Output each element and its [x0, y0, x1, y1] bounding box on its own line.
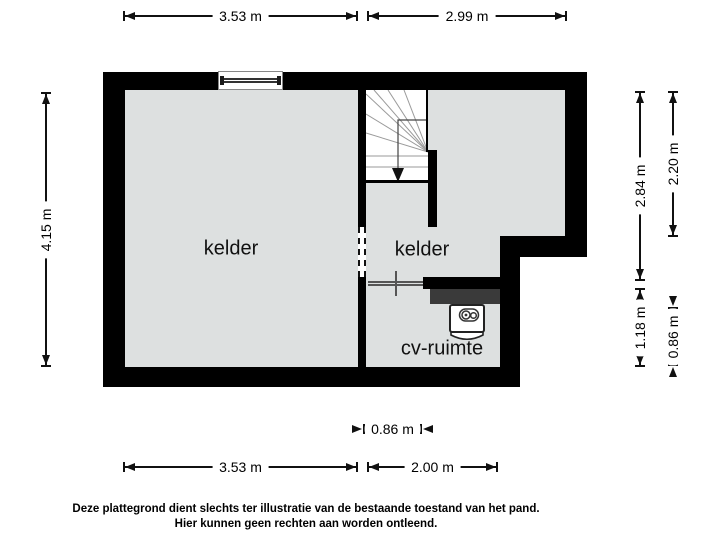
dimension-label: 2.00 m: [404, 458, 461, 476]
dimension-label: 2.99 m: [438, 7, 496, 25]
dimension-right-outer-top: 2.20 m: [664, 91, 682, 237]
dimension-label: 3.53 m: [212, 458, 269, 476]
threshold-tick: [395, 271, 397, 296]
dimension-label: 3.53 m: [212, 7, 269, 25]
dimension-top-right: 2.99 m: [367, 7, 567, 25]
window-glazing: [221, 78, 280, 83]
dimension-right-inner-top: 2.84 m: [631, 91, 649, 281]
dimension-label: 1.18 m: [631, 299, 649, 356]
stair-wall-stub: [428, 150, 437, 227]
room-label-cv-ruimte: cv-ruimte: [400, 337, 484, 360]
dimension-left: 4.15 m: [37, 92, 55, 367]
dimension-bottom-small: 0.86 m: [352, 420, 433, 438]
room-label-kelder-small: kelder: [394, 238, 450, 261]
wall-opening-dashed: [358, 227, 366, 277]
dimension-right-outer-bottom: 0.86 m: [664, 296, 682, 377]
dimension-top-left: 3.53 m: [123, 7, 358, 25]
cv-ruimte-wall: [423, 277, 520, 289]
window-end-cap: [277, 76, 281, 85]
dimension-right-inner-bottom: 1.18 m: [631, 288, 649, 367]
window-end-cap: [220, 76, 224, 85]
boiler-icon: [449, 304, 485, 342]
dimension-label: 0.86 m: [664, 308, 682, 365]
dimension-bottom-left: 3.53 m: [123, 458, 358, 476]
room-label-kelder-large: kelder: [203, 237, 259, 260]
dimension-label: 4.15 m: [37, 201, 55, 258]
dimension-label: 2.20 m: [664, 135, 682, 193]
staircase: [365, 89, 429, 183]
window-icon: [218, 71, 283, 90]
dimension-bottom-right: 2.00 m: [367, 458, 498, 476]
worktop-dark-bar: [430, 289, 500, 304]
dimension-label: 2.84 m: [631, 157, 649, 215]
disclaimer-line-1: Deze plattegrond dient slechts ter illus…: [72, 503, 540, 515]
staircase-drawing: [365, 89, 429, 183]
stairs-down-arrow: [392, 168, 404, 182]
floor-kelder-large: [125, 90, 358, 367]
disclaimer-line-2: Hier kunnen geen rechten aan worden ontl…: [174, 518, 438, 530]
disclaimer-text: Deze plattegrond dient slechts ter illus…: [0, 502, 612, 532]
dimension-label: 0.86 m: [364, 420, 421, 438]
